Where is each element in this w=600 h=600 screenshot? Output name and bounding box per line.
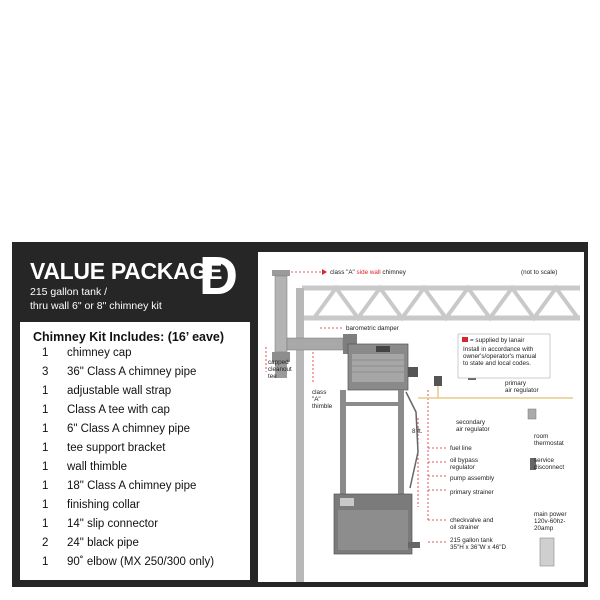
legend-label: = supplied by lanair — [470, 337, 524, 344]
kit-item-name: 6" Class A chimney pipe — [67, 423, 190, 435]
kit-item: 1 chimney cap — [20, 347, 250, 365]
package-subtitle-line1: 215 gallon tank / — [30, 286, 108, 298]
side-wall — [296, 288, 304, 582]
kit-item-qty: 1 — [42, 442, 49, 454]
kit-item: 1 tee support bracket — [20, 442, 250, 460]
class-a-thimble-label: class"A"thimble — [312, 389, 333, 410]
chimney-kit-list: Chimney Kit Includes: (16’ eave) 1 chimne… — [20, 322, 250, 580]
kit-item-qty: 1 — [42, 404, 49, 416]
kit-item-qty: 1 — [42, 556, 49, 568]
kit-item-name: Class A tee with cap — [67, 404, 170, 416]
fuel-line — [405, 391, 419, 489]
kit-item: 1 adjustable wall strap — [20, 385, 250, 403]
kit-item-qty: 1 — [42, 347, 49, 359]
package-letter: D — [199, 246, 238, 306]
kit-item-qty: 1 — [42, 518, 49, 530]
kit-item: 1 Class A tee with cap — [20, 404, 250, 422]
kit-item: 1 90˚ elbow (MX 250/300 only) — [20, 556, 250, 574]
package-title: VALUE PACKAGE — [30, 258, 223, 284]
kit-item-name: adjustable wall strap — [67, 385, 172, 397]
fuel-line-label: fuel line — [450, 445, 472, 452]
kit-item-qty: 2 — [42, 537, 49, 549]
roof-truss — [302, 284, 580, 322]
kit-item: 2 24" black pipe — [20, 537, 250, 555]
package-subtitle-line2: thru wall 6" or 8" chimney kit — [30, 300, 162, 312]
kit-heading: Chimney Kit Includes: (16’ eave) — [33, 330, 225, 344]
kit-item-qty: 1 — [42, 385, 49, 397]
main-power-panel — [539, 537, 555, 567]
installation-diagram: class "A" side wall chimney (not to scal… — [258, 252, 584, 582]
kit-item-name: 18" Class A chimney pipe — [67, 480, 197, 492]
kit-item: 3 36" Class A chimney pipe — [20, 366, 250, 384]
kit-item-qty: 3 — [42, 366, 49, 378]
kit-item-name: 36" Class A chimney pipe — [67, 366, 197, 378]
heater-stand — [340, 390, 404, 494]
kit-item: 1 14" slip connector — [20, 518, 250, 536]
kit-item: 1 18" Class A chimney pipe — [20, 480, 250, 498]
scale-note: (not to scale) — [521, 269, 557, 276]
legend-box — [457, 333, 551, 379]
chimney-label: class "A" side wall chimney — [330, 269, 407, 276]
height-label: 8 ft. — [412, 428, 423, 435]
kit-item-name: chimney cap — [67, 347, 132, 359]
kit-item-qty: 1 — [42, 423, 49, 435]
kit-item-name: 90˚ elbow (MX 250/300 only) — [67, 556, 215, 568]
oil-heater — [347, 343, 418, 391]
kit-item-name: 14" slip connector — [67, 518, 159, 530]
kit-item-qty: 1 — [42, 480, 49, 492]
oil-tank — [333, 493, 420, 555]
kit-item-qty: 1 — [42, 499, 49, 511]
kit-item: 1 wall thimble — [20, 461, 250, 479]
kit-item-qty: 1 — [42, 461, 49, 473]
barometric-damper-label: barometric damper — [346, 325, 399, 332]
kit-item-name: wall thimble — [67, 461, 128, 473]
kit-item-name: finishing collar — [67, 499, 140, 511]
pump-assembly-label: pump assembly — [450, 475, 495, 482]
kit-item-name: 24" black pipe — [67, 537, 139, 549]
kit-item: 1 6" Class A chimney pipe — [20, 423, 250, 441]
kit-item: 1 finishing collar — [20, 499, 250, 517]
primary-strainer-label: primary strainer — [450, 489, 494, 496]
kit-item-name: tee support bracket — [67, 442, 166, 454]
